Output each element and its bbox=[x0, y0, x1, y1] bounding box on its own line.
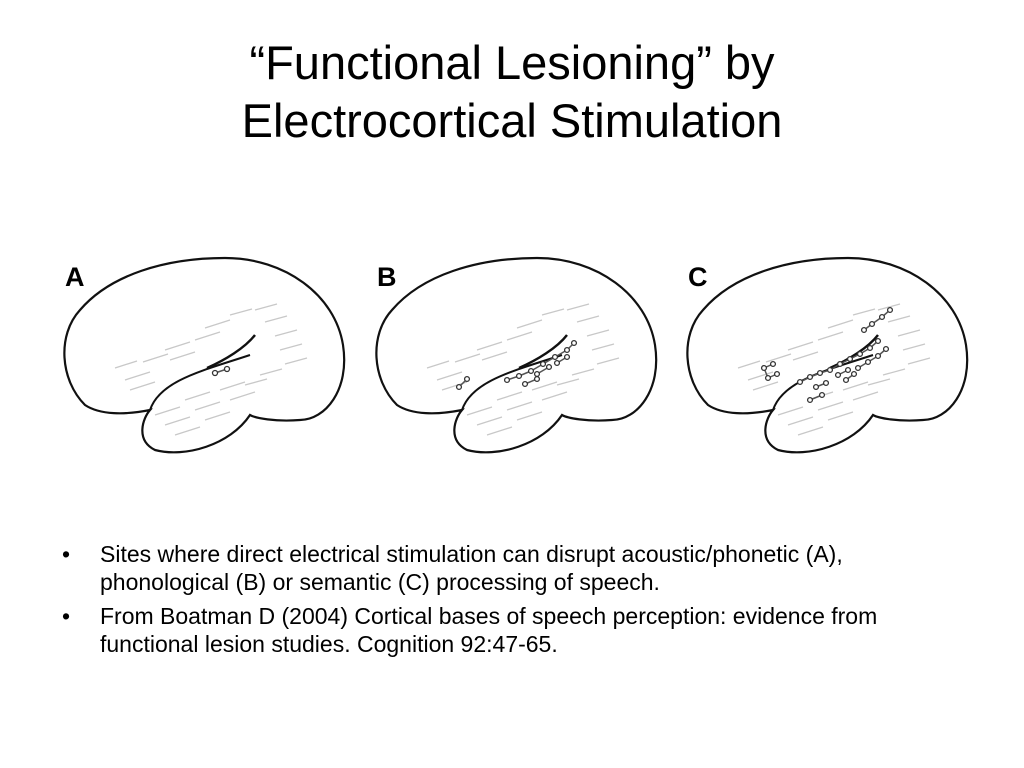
bullet-glyph: • bbox=[62, 603, 71, 629]
panel-a: A bbox=[55, 240, 355, 480]
bullet-text: From Boatman D (2004) Cortical bases of … bbox=[100, 603, 878, 657]
brain-outline bbox=[375, 256, 658, 454]
brain-outline bbox=[63, 256, 346, 454]
gyri-hatching bbox=[737, 303, 931, 436]
stimulation-sites-a bbox=[211, 365, 231, 377]
panel-b: B bbox=[367, 240, 667, 480]
title-line-2: Electrocortical Stimulation bbox=[241, 94, 783, 147]
panel-c: C bbox=[678, 240, 978, 480]
bullet-item: • From Boatman D (2004) Cortical bases o… bbox=[60, 602, 960, 658]
panel-label-c: C bbox=[688, 262, 708, 292]
bullet-text: Sites where direct electrical stimulatio… bbox=[100, 541, 843, 595]
bullet-list: • Sites where direct electrical stimulat… bbox=[60, 540, 960, 664]
title-line-1: “Functional Lesioning” by bbox=[249, 36, 775, 89]
brain-c-drawing bbox=[686, 256, 969, 454]
bullet-glyph: • bbox=[62, 541, 71, 567]
panel-label-a: A bbox=[65, 262, 85, 292]
sylvian-fissure bbox=[518, 334, 568, 370]
gyri-hatching bbox=[114, 303, 308, 436]
bullet-item: • Sites where direct electrical stimulat… bbox=[60, 540, 960, 596]
brain-outline bbox=[686, 256, 969, 454]
brain-figure: A bbox=[0, 240, 1024, 480]
brain-b-drawing bbox=[375, 256, 658, 454]
slide-title: “Functional Lesioning” by Electrocortica… bbox=[0, 34, 1024, 150]
temporal-lobe-edge bbox=[149, 354, 251, 411]
brain-a-drawing bbox=[63, 256, 346, 454]
gyri-hatching bbox=[426, 303, 620, 436]
panel-label-b: B bbox=[377, 262, 397, 292]
sylvian-fissure bbox=[206, 334, 256, 370]
temporal-lobe-edge bbox=[461, 354, 563, 411]
sylvian-fissure bbox=[829, 334, 879, 370]
